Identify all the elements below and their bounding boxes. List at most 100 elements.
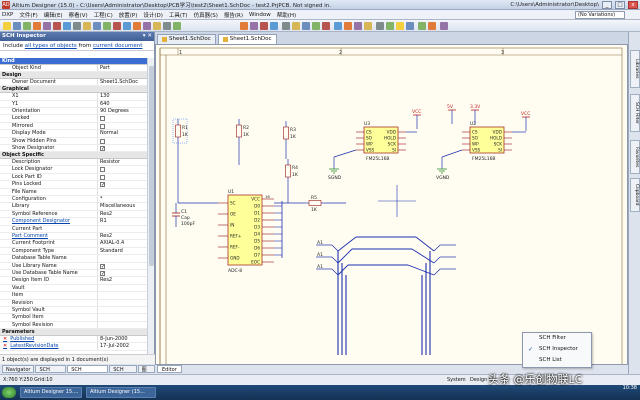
property-row[interactable]: Revision	[0, 299, 148, 307]
menu-item[interactable]: DXP	[2, 11, 14, 18]
property-value[interactable]	[98, 123, 148, 129]
property-checkbox[interactable]: ✓	[100, 270, 106, 277]
side-panel-tab[interactable]: Clipboard	[630, 178, 640, 212]
toolbar-button[interactable]	[312, 22, 320, 30]
toolbar-button[interactable]	[153, 22, 161, 30]
bus-line[interactable]	[415, 236, 435, 252]
toolbar-button[interactable]	[133, 22, 141, 30]
toolbar-button[interactable]	[302, 22, 310, 30]
property-value[interactable]: 130	[98, 93, 148, 99]
property-value[interactable]: ✓	[98, 145, 148, 151]
toolbar-button[interactable]	[103, 22, 111, 30]
bus-entry[interactable]	[433, 244, 441, 252]
maximize-button[interactable]: □	[615, 0, 625, 9]
property-checkbox[interactable]	[100, 174, 105, 180]
toolbar-button[interactable]	[386, 22, 394, 30]
section-header[interactable]: Parameters	[0, 329, 148, 336]
property-row[interactable]: Symbol Revision	[0, 321, 148, 330]
toolbar-button[interactable]	[83, 22, 91, 30]
property-value[interactable]: Res2	[98, 211, 148, 217]
property-value[interactable]: 640	[98, 101, 148, 107]
property-value[interactable]: Miscellaneous	[98, 203, 148, 209]
taskbar-item[interactable]: Altium Designer (15...	[86, 387, 156, 398]
property-value[interactable]: Part	[98, 65, 148, 71]
property-row[interactable]: Symbol Vault	[0, 306, 148, 315]
property-row[interactable]: Lock Designator	[0, 166, 148, 174]
menu-item[interactable]: 设计(D)	[143, 12, 163, 19]
property-row[interactable]: Item	[0, 292, 148, 300]
section-header[interactable]: Object Specific	[0, 152, 148, 160]
ground-sgnd[interactable]: SGND	[328, 157, 342, 181]
property-value[interactable]	[98, 174, 148, 180]
toolbar-button[interactable]	[428, 22, 436, 30]
property-value[interactable]: AXIAL-0.4	[98, 240, 148, 246]
property-row[interactable]: Lock Part ID	[0, 173, 148, 182]
bus-entry[interactable]	[331, 268, 339, 276]
toolbar-button[interactable]	[33, 22, 41, 30]
toolbar-button[interactable]	[440, 22, 448, 30]
power-port-5v[interactable]: 5V	[447, 104, 456, 124]
toolbar-button[interactable]	[418, 22, 426, 30]
bus-entry[interactable]	[331, 244, 339, 252]
property-value[interactable]	[98, 138, 148, 144]
menu-item[interactable]: 帮助(H)	[276, 12, 297, 19]
bus-entry[interactable]	[331, 256, 339, 264]
toolbar-button[interactable]	[406, 22, 414, 30]
bus-line[interactable]	[337, 264, 349, 276]
property-value[interactable]: Sheet1.SchDoc	[98, 79, 148, 85]
toolbar-button[interactable]	[334, 22, 342, 30]
section-header[interactable]: Kind	[0, 58, 148, 65]
editor-tab[interactable]: Editor	[157, 365, 182, 373]
toolbar-button[interactable]	[123, 22, 131, 30]
close-button[interactable]: x	[628, 0, 638, 9]
popup-menu-item[interactable]: SCH Filter	[523, 333, 591, 344]
bus-line[interactable]	[411, 248, 435, 264]
toolbar-button[interactable]	[396, 22, 404, 30]
toolbar-button[interactable]	[354, 22, 362, 30]
toolbar-button[interactable]	[163, 22, 171, 30]
panel-buttons[interactable]: ▾ ✕	[142, 33, 152, 39]
property-value[interactable]	[98, 292, 148, 298]
toolbar-button[interactable]	[53, 22, 61, 30]
property-value[interactable]	[98, 285, 148, 291]
schematic-drawing[interactable]: 1 2 3 R11KR21KR31KR41KR51KC1Cap100pFU1AD…	[156, 45, 628, 365]
property-row[interactable]: Database Table Name	[0, 255, 148, 263]
menu-item[interactable]: 仿真器(S)	[193, 12, 218, 19]
toolbar-button[interactable]	[13, 22, 21, 30]
property-row[interactable]: Locked	[0, 115, 148, 123]
wire[interactable]	[441, 149, 463, 158]
property-checkbox[interactable]	[100, 116, 105, 122]
property-row[interactable]: Vault	[0, 284, 148, 293]
document-tab[interactable]: Sheet1.SchDoc	[217, 34, 277, 44]
toolbar-button[interactable]	[173, 22, 181, 30]
toolbar-button[interactable]	[364, 22, 372, 30]
property-row[interactable]: Pins Locked✓	[0, 181, 148, 189]
menu-item[interactable]: Window	[249, 11, 271, 18]
property-value[interactable]	[98, 115, 148, 122]
scope-link-2[interactable]: current document	[93, 43, 143, 49]
system-panel-button[interactable]: System	[447, 377, 466, 383]
property-row[interactable]: Use Database Table Name✓	[0, 269, 148, 278]
section-header[interactable]: Graphical	[0, 86, 148, 94]
toolbar-button[interactable]	[143, 22, 151, 30]
property-value[interactable]: 90 Degrees	[98, 108, 148, 114]
property-value[interactable]	[98, 226, 148, 232]
